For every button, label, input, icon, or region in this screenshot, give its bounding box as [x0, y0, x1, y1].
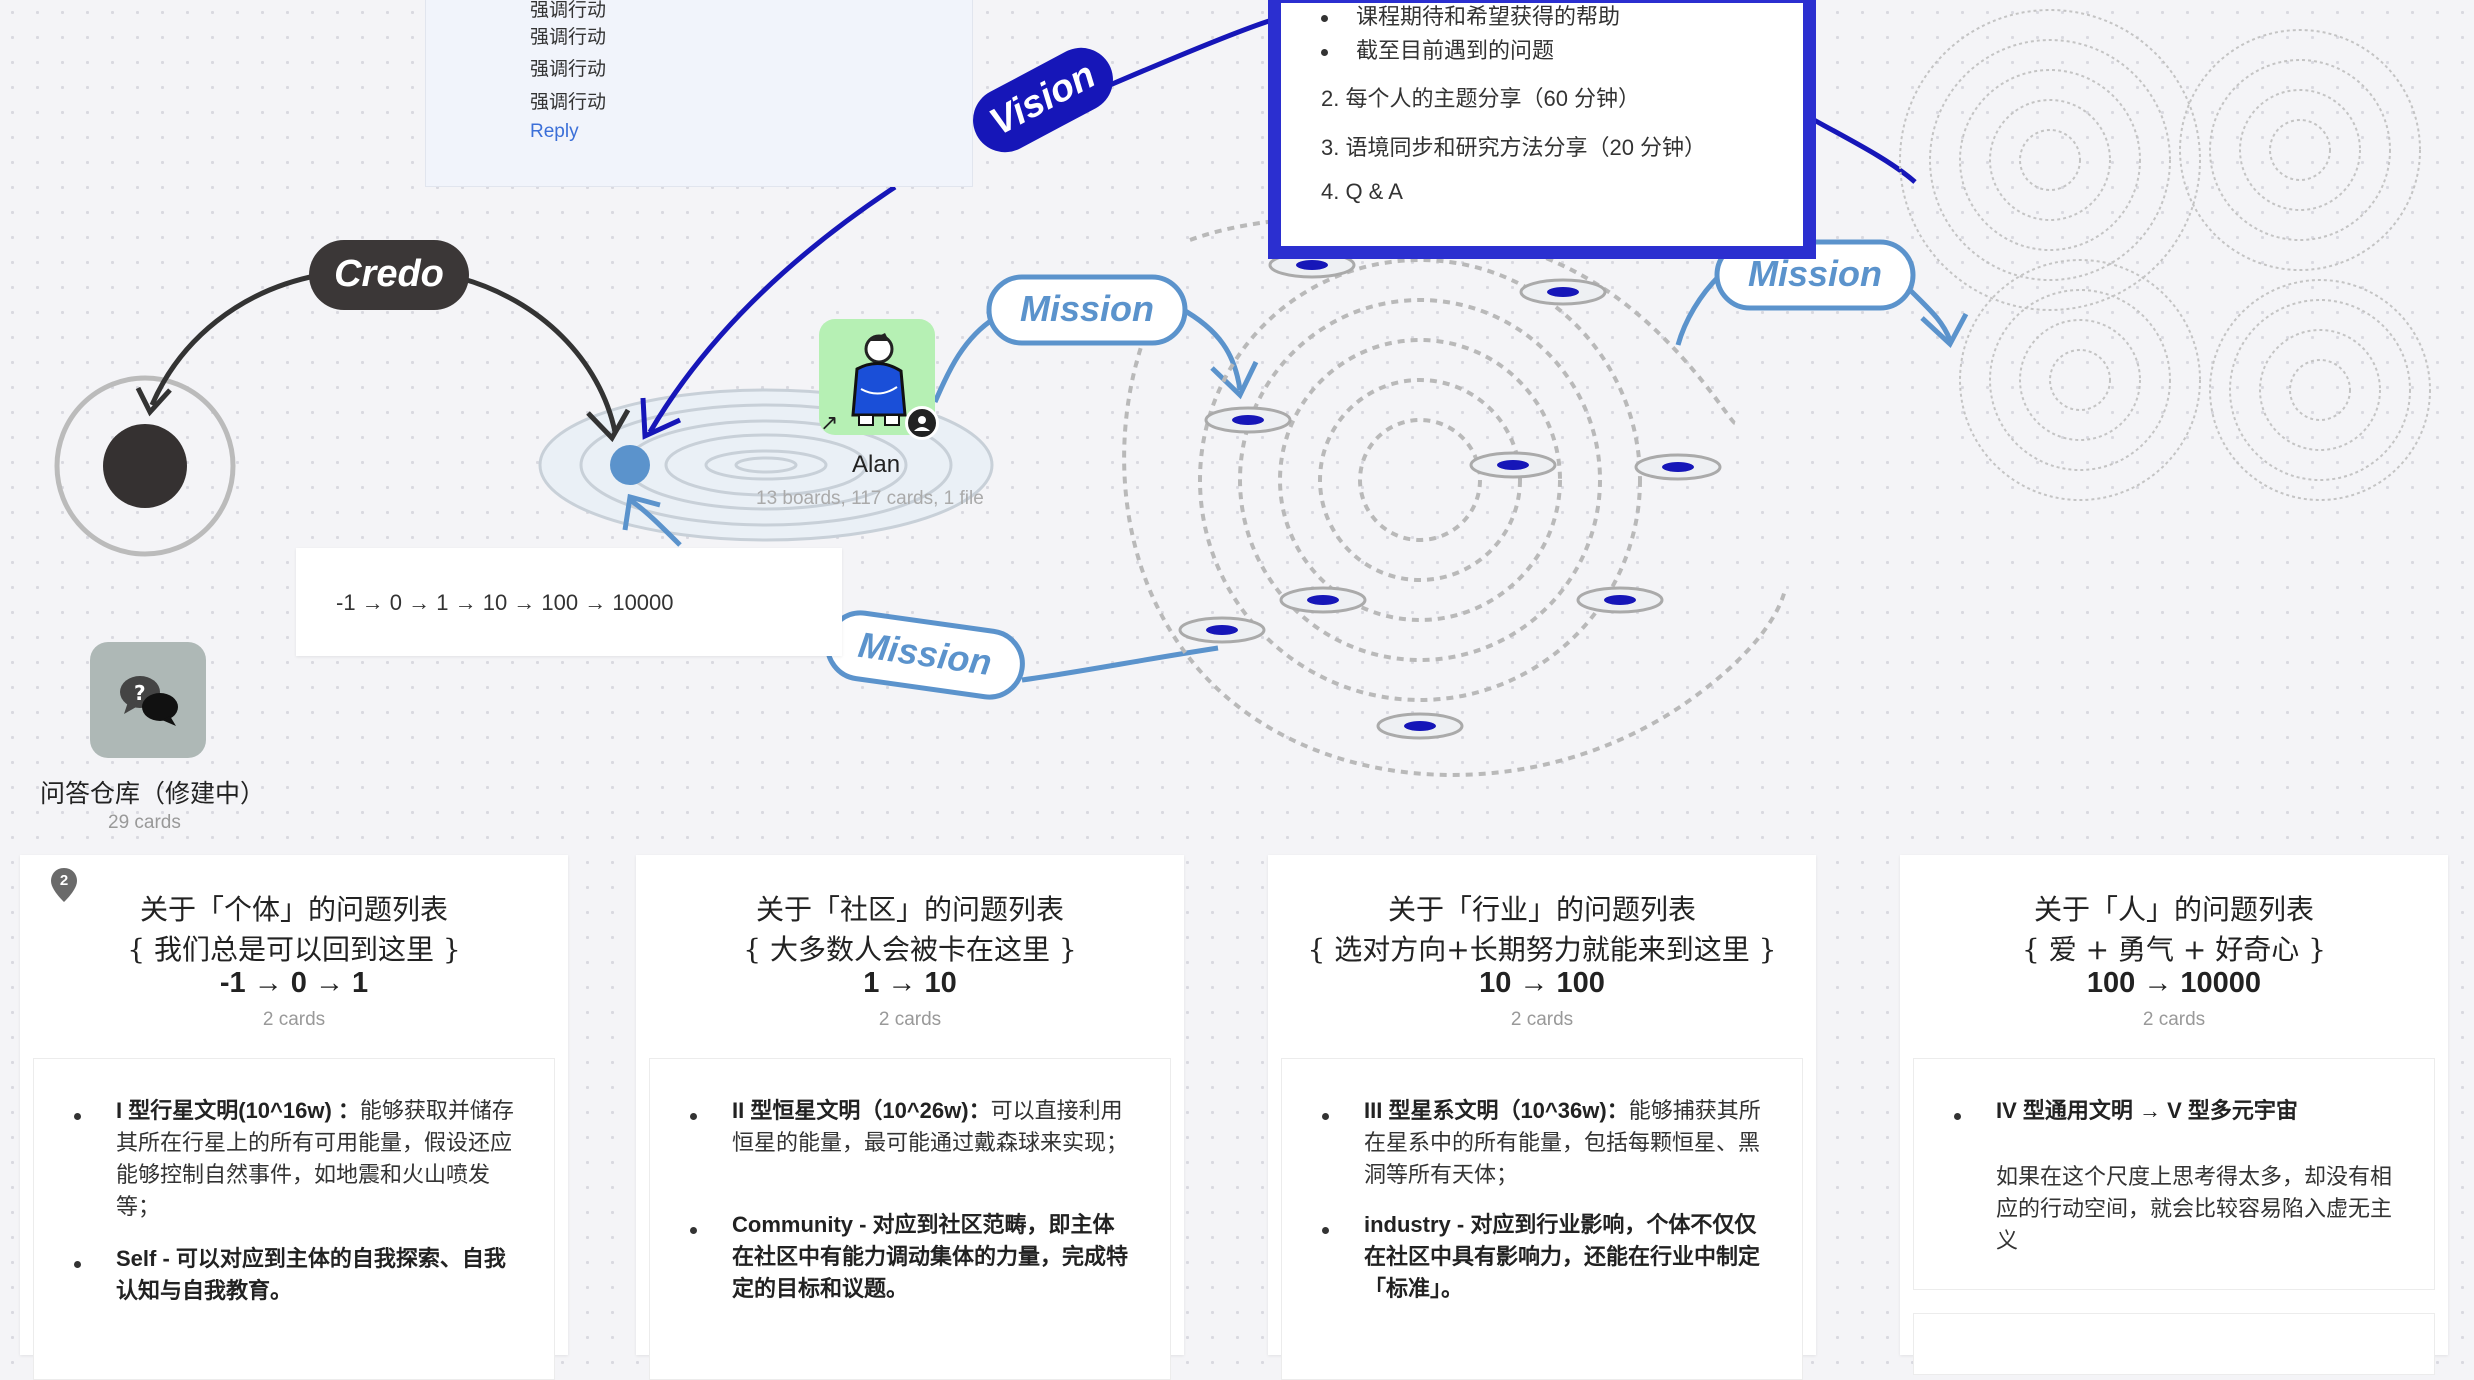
- list-item: IV 型通用文明 → V 型多元宇宙: [1996, 1098, 2298, 1123]
- agenda-bullet-1: 课程期待和希望获得的帮助: [1321, 0, 1620, 31]
- board-meta: 13 boards, 117 cards, 1 file: [756, 488, 984, 509]
- comment-count-badge[interactable]: 2: [49, 866, 79, 906]
- mission-label-1: Mission: [1019, 288, 1154, 329]
- chat-bubbles-icon: ?: [120, 676, 178, 726]
- shortcut-arrow-icon: ↗: [820, 410, 839, 435]
- column-subtitle: { 选对方向+长期努力就能来到这里 }: [1307, 933, 1777, 966]
- target-core: [103, 424, 187, 508]
- column-subtitle: { 我们总是可以回到这里 }: [127, 933, 461, 966]
- canvas-drawing: [54, 9, 2431, 777]
- agenda-item-4: 4. Q & A: [1321, 179, 1403, 204]
- column-title: 关于「社区」的问题列表: [755, 893, 1064, 926]
- column-card[interactable]: III 型星系文明（10^36w)：能够捕获其所在星系中的所有能量，包括每颗恒星…: [1281, 1058, 1803, 1380]
- column-card[interactable]: II 型恒星文明（10^26w)：可以直接利用恒星的能量，最可能通过戴森球来实现…: [649, 1058, 1171, 1380]
- column-card[interactable]: IV 型通用文明 → V 型多元宇宙 如果在这个尺度上思考得太多，却没有相应的行…: [1913, 1058, 2435, 1290]
- column-count: 2 cards: [262, 1009, 326, 1030]
- vision-pill: [973, 47, 1113, 153]
- column-industry[interactable]: 关于「行业」的问题列表 { 选对方向+长期努力就能来到这里 } 10 → 100…: [1268, 855, 1816, 1380]
- dashed-spiral: [1122, 215, 1787, 777]
- column-community[interactable]: 关于「社区」的问题列表 { 大多数人会被卡在这里 } 1 → 10 2 card…: [636, 855, 1184, 1380]
- comment-pin-icon: [51, 868, 77, 902]
- column-subtitle: { 爱 + 勇气 + 好奇心 }: [2022, 933, 2326, 966]
- person-illustration-icon: [851, 333, 907, 426]
- qa-board-count: 29 cards: [108, 812, 181, 833]
- target-ring: [54, 375, 236, 557]
- list-item: industry - 对应到行业影响，个体不仅仅在社区中具有影响力，还能在行业中…: [1364, 1212, 1761, 1301]
- svg-text:?: ?: [134, 681, 146, 705]
- agenda-item-2: 2. 每个人的主题分享（60 分钟）: [1321, 86, 1641, 111]
- column-title: 关于「人」的问题列表: [2033, 893, 2314, 926]
- comment-card: 强调行动 强调行动 强调行动 强调行动 Reply: [425, 0, 973, 187]
- column-range: 1 → 10: [863, 967, 957, 999]
- credo-label: Credo: [334, 253, 444, 295]
- list-item: II 型恒星文明（10^26w)：可以直接利用恒星的能量，最可能通过戴森球来实现…: [732, 1098, 1129, 1155]
- list-item: III 型星系文明（10^36w)：能够捕获其所在星系中的所有能量，包括每颗恒星…: [1364, 1098, 1761, 1187]
- agenda-bullet-2: 截至目前遇到的问题: [1321, 33, 1554, 65]
- agenda-item-3: 3. 语境同步和研究方法分享（20 分钟）: [1321, 135, 1707, 160]
- column-individual[interactable]: 关于「个体」的问题列表 { 我们总是可以回到这里 } -1 → 0 → 1 2 …: [20, 855, 568, 1380]
- comment-count: 2: [59, 872, 69, 889]
- mission-label-2: Mission: [1747, 253, 1882, 294]
- column-card[interactable]: [1913, 1313, 2435, 1375]
- qa-board-title[interactable]: 问答仓库（修建中）: [40, 780, 266, 808]
- column-count: 2 cards: [878, 1009, 942, 1030]
- column-range: -1 → 0 → 1: [219, 967, 369, 999]
- credo-pill: [309, 240, 469, 310]
- blue-dot: [610, 445, 650, 485]
- column-subtitle: { 大多数人会被卡在这里 }: [743, 933, 1077, 966]
- qa-board-icon[interactable]: ?: [90, 642, 206, 758]
- alan-board-avatar[interactable]: [819, 319, 935, 435]
- column-card[interactable]: I 型行星文明(10^16w) ：能够获取并储存其所在行星上的所有可用能量，假设…: [33, 1058, 555, 1380]
- column-range: 100 → 10000: [2086, 967, 2262, 999]
- column-title: 关于「个体」的问题列表: [139, 893, 448, 926]
- mission-pill-1: [986, 274, 1188, 346]
- column-count: 2 cards: [2142, 1009, 2206, 1030]
- reply-link[interactable]: Reply: [530, 121, 579, 142]
- comment-line: 强调行动: [530, 0, 607, 21]
- list-item: Self - 可以对应到主体的自我探索、自我认知与自我教育。: [116, 1246, 506, 1303]
- number-note-card[interactable]: -1 → 0 → 1 → 10 → 100 → 10000: [296, 548, 842, 656]
- comment-line: 强调行动: [530, 92, 607, 113]
- texture-spirals: [1899, 9, 2431, 501]
- number-note-text: -1 → 0 → 1 → 10 → 100 → 10000: [336, 590, 674, 615]
- list-item: I 型行星文明(10^16w) ：能够获取并储存其所在行星上的所有可用能量，假设…: [116, 1098, 514, 1219]
- column-title: 关于「行业」的问题列表: [1387, 893, 1696, 926]
- column-human[interactable]: 关于「人」的问题列表 { 爱 + 勇气 + 好奇心 } 100 → 10000 …: [1900, 855, 2448, 1375]
- board-title[interactable]: Alan: [852, 451, 901, 478]
- comment-line: 强调行动: [530, 27, 607, 48]
- column-paragraph: 如果在这个尺度上思考得太多，却没有相应的行动空间，就会比较容易陷入虚无主义: [1996, 1164, 2393, 1253]
- list-item: Community - 对应到社区范畴，即主体在社区中有能力调动集体的力量，完成…: [732, 1212, 1129, 1301]
- comment-line: 强调行动: [530, 59, 607, 80]
- user-icon: [905, 406, 939, 440]
- column-range: 10 → 100: [1479, 967, 1605, 999]
- agenda-card[interactable]: 课程期待和希望获得的帮助 截至目前遇到的问题 2. 每个人的主题分享（60 分钟…: [1268, 0, 1816, 259]
- column-count: 2 cards: [1510, 1009, 1574, 1030]
